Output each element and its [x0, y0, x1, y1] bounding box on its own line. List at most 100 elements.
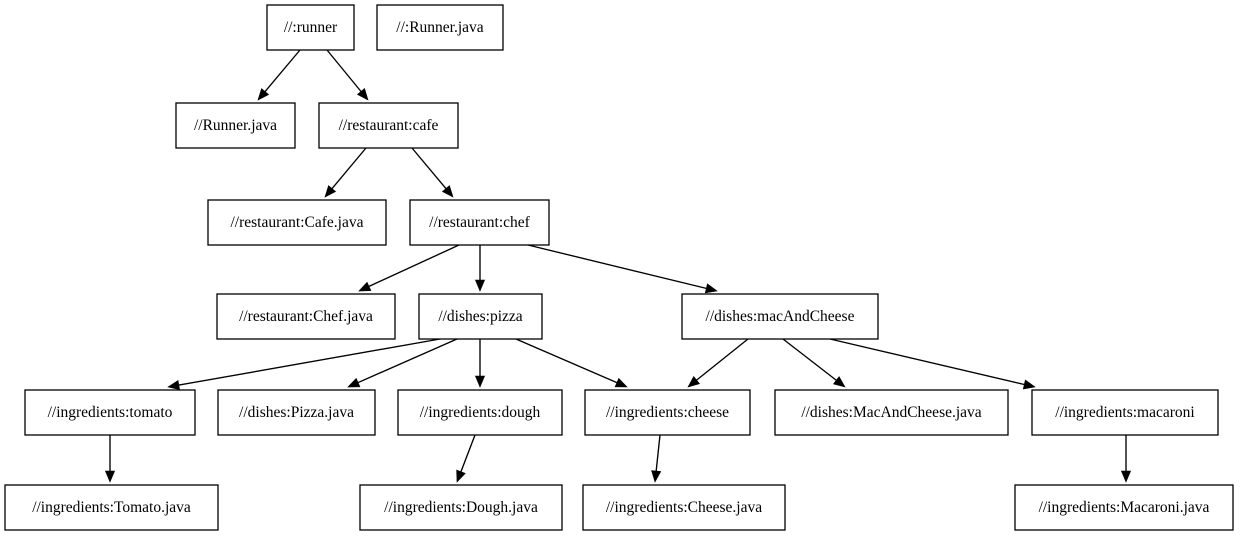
edge-line	[368, 244, 460, 288]
graph-node[interactable]: //ingredients:Macaroni.java	[1014, 484, 1234, 531]
node-label: //ingredients:dough	[420, 404, 541, 421]
arrowhead-icon	[324, 185, 337, 198]
node-label: //Runner.java	[194, 117, 277, 134]
graph-edge	[326, 49, 369, 101]
graph-node[interactable]: //restaurant:cafe	[318, 102, 459, 149]
graph-edge	[456, 434, 476, 483]
arrowhead-icon	[358, 281, 372, 292]
graph-edge	[1120, 435, 1132, 483]
graph-node[interactable]: //ingredients:Dough.java	[359, 484, 563, 531]
node-box[interactable]	[582, 484, 786, 531]
graph-node[interactable]: //:Runner.java	[376, 4, 504, 51]
arrowhead-icon	[347, 377, 361, 388]
edge-line	[655, 434, 661, 472]
arrowhead-icon	[257, 88, 270, 101]
graph-node[interactable]: //ingredients:Cheese.java	[582, 484, 786, 531]
node-box[interactable]	[409, 199, 550, 246]
node-box[interactable]	[175, 102, 296, 149]
node-label: //ingredients:Macaroni.java	[1039, 499, 1210, 516]
graph-edge	[324, 147, 367, 198]
node-box[interactable]	[584, 389, 751, 436]
graph-edge	[104, 435, 116, 483]
nodes-layer: //:runner //:Runner.java //Runner.java //re…	[4, 4, 1234, 531]
node-label: //:Runner.java	[396, 19, 484, 36]
graph-edge	[167, 338, 441, 391]
node-label: //dishes:MacAndCheese.java	[801, 404, 981, 421]
arrowhead-icon	[832, 376, 846, 388]
graph-node[interactable]: //dishes:Pizza.java	[217, 389, 376, 436]
graph-node[interactable]: //ingredients:Tomato.java	[4, 484, 219, 531]
node-label: //ingredients:cheese	[606, 404, 729, 421]
graph-edge	[651, 434, 662, 483]
node-box[interactable]	[376, 4, 504, 51]
graph-edge	[515, 338, 628, 388]
arrowhead-icon	[687, 375, 700, 388]
arrowhead-icon	[456, 469, 466, 483]
edge-line	[411, 147, 447, 189]
edge-line	[460, 434, 476, 472]
arrowhead-icon	[356, 88, 369, 101]
edge-line	[527, 244, 707, 290]
edge-line	[357, 338, 458, 384]
graph-node[interactable]: //ingredients:macaroni	[1031, 389, 1219, 436]
graph-node[interactable]: //Runner.java	[175, 102, 296, 149]
node-label: //restaurant:Cafe.java	[231, 214, 364, 231]
node-box[interactable]	[359, 484, 563, 531]
arrowhead-icon	[474, 375, 486, 388]
node-label: //ingredients:macaroni	[1055, 404, 1195, 421]
node-label: //dishes:macAndCheese	[706, 308, 855, 325]
node-box[interactable]	[207, 199, 387, 246]
node-box[interactable]	[1031, 389, 1219, 436]
node-box[interactable]	[318, 102, 459, 149]
node-label: //dishes:Pizza.java	[239, 404, 354, 421]
node-label: //restaurant:chef	[429, 214, 531, 231]
arrowhead-icon	[1120, 470, 1132, 483]
node-box[interactable]	[681, 293, 879, 340]
node-label: //dishes:pizza	[438, 308, 522, 325]
edge-line	[829, 338, 1025, 386]
node-label: //:runner	[284, 19, 338, 36]
graph-node[interactable]: //restaurant:Cafe.java	[207, 199, 387, 246]
node-box[interactable]	[4, 484, 219, 531]
node-box[interactable]	[266, 4, 355, 51]
node-label: //ingredients:Tomato.java	[32, 499, 191, 516]
node-box[interactable]	[217, 389, 376, 436]
edges-layer	[104, 49, 1132, 483]
arrowhead-icon	[651, 470, 662, 483]
edge-line	[696, 338, 749, 381]
edge-line	[515, 338, 618, 384]
graph-node[interactable]: //dishes:pizza	[418, 293, 543, 340]
graph-edge	[527, 244, 718, 294]
node-label: //ingredients:Dough.java	[384, 499, 538, 516]
graph-edge	[829, 338, 1036, 390]
edge-line	[331, 147, 367, 189]
edge-line	[264, 49, 301, 93]
node-box[interactable]	[1014, 484, 1234, 531]
graph-edge	[782, 338, 846, 388]
node-box[interactable]	[397, 389, 563, 436]
arrowhead-icon	[614, 377, 628, 388]
arrowhead-icon	[104, 470, 116, 483]
graph-node[interactable]: //dishes:MacAndCheese.java	[774, 389, 1009, 436]
edge-line	[178, 338, 441, 386]
graph-edge	[411, 147, 454, 198]
graph-node[interactable]: //restaurant:Chef.java	[216, 293, 396, 340]
node-box[interactable]	[216, 293, 396, 340]
graph-node[interactable]: //dishes:macAndCheese	[681, 293, 879, 340]
graph-node[interactable]: //restaurant:chef	[409, 199, 550, 246]
node-label: //ingredients:tomato	[48, 404, 173, 421]
node-label: //ingredients:Cheese.java	[606, 499, 762, 516]
node-box[interactable]	[774, 389, 1009, 436]
node-label: //restaurant:Chef.java	[239, 308, 373, 325]
node-box[interactable]	[418, 293, 543, 340]
node-box[interactable]	[24, 389, 196, 436]
graph-node[interactable]: //:runner	[266, 4, 355, 51]
arrowhead-icon	[474, 279, 486, 292]
graph-node[interactable]: //ingredients:dough	[397, 389, 563, 436]
graph-node[interactable]: //ingredients:cheese	[584, 389, 751, 436]
graph-node[interactable]: //ingredients:tomato	[24, 389, 196, 436]
graph-edge	[257, 49, 301, 101]
arrowhead-icon	[167, 380, 181, 391]
graph-edge	[358, 244, 460, 292]
